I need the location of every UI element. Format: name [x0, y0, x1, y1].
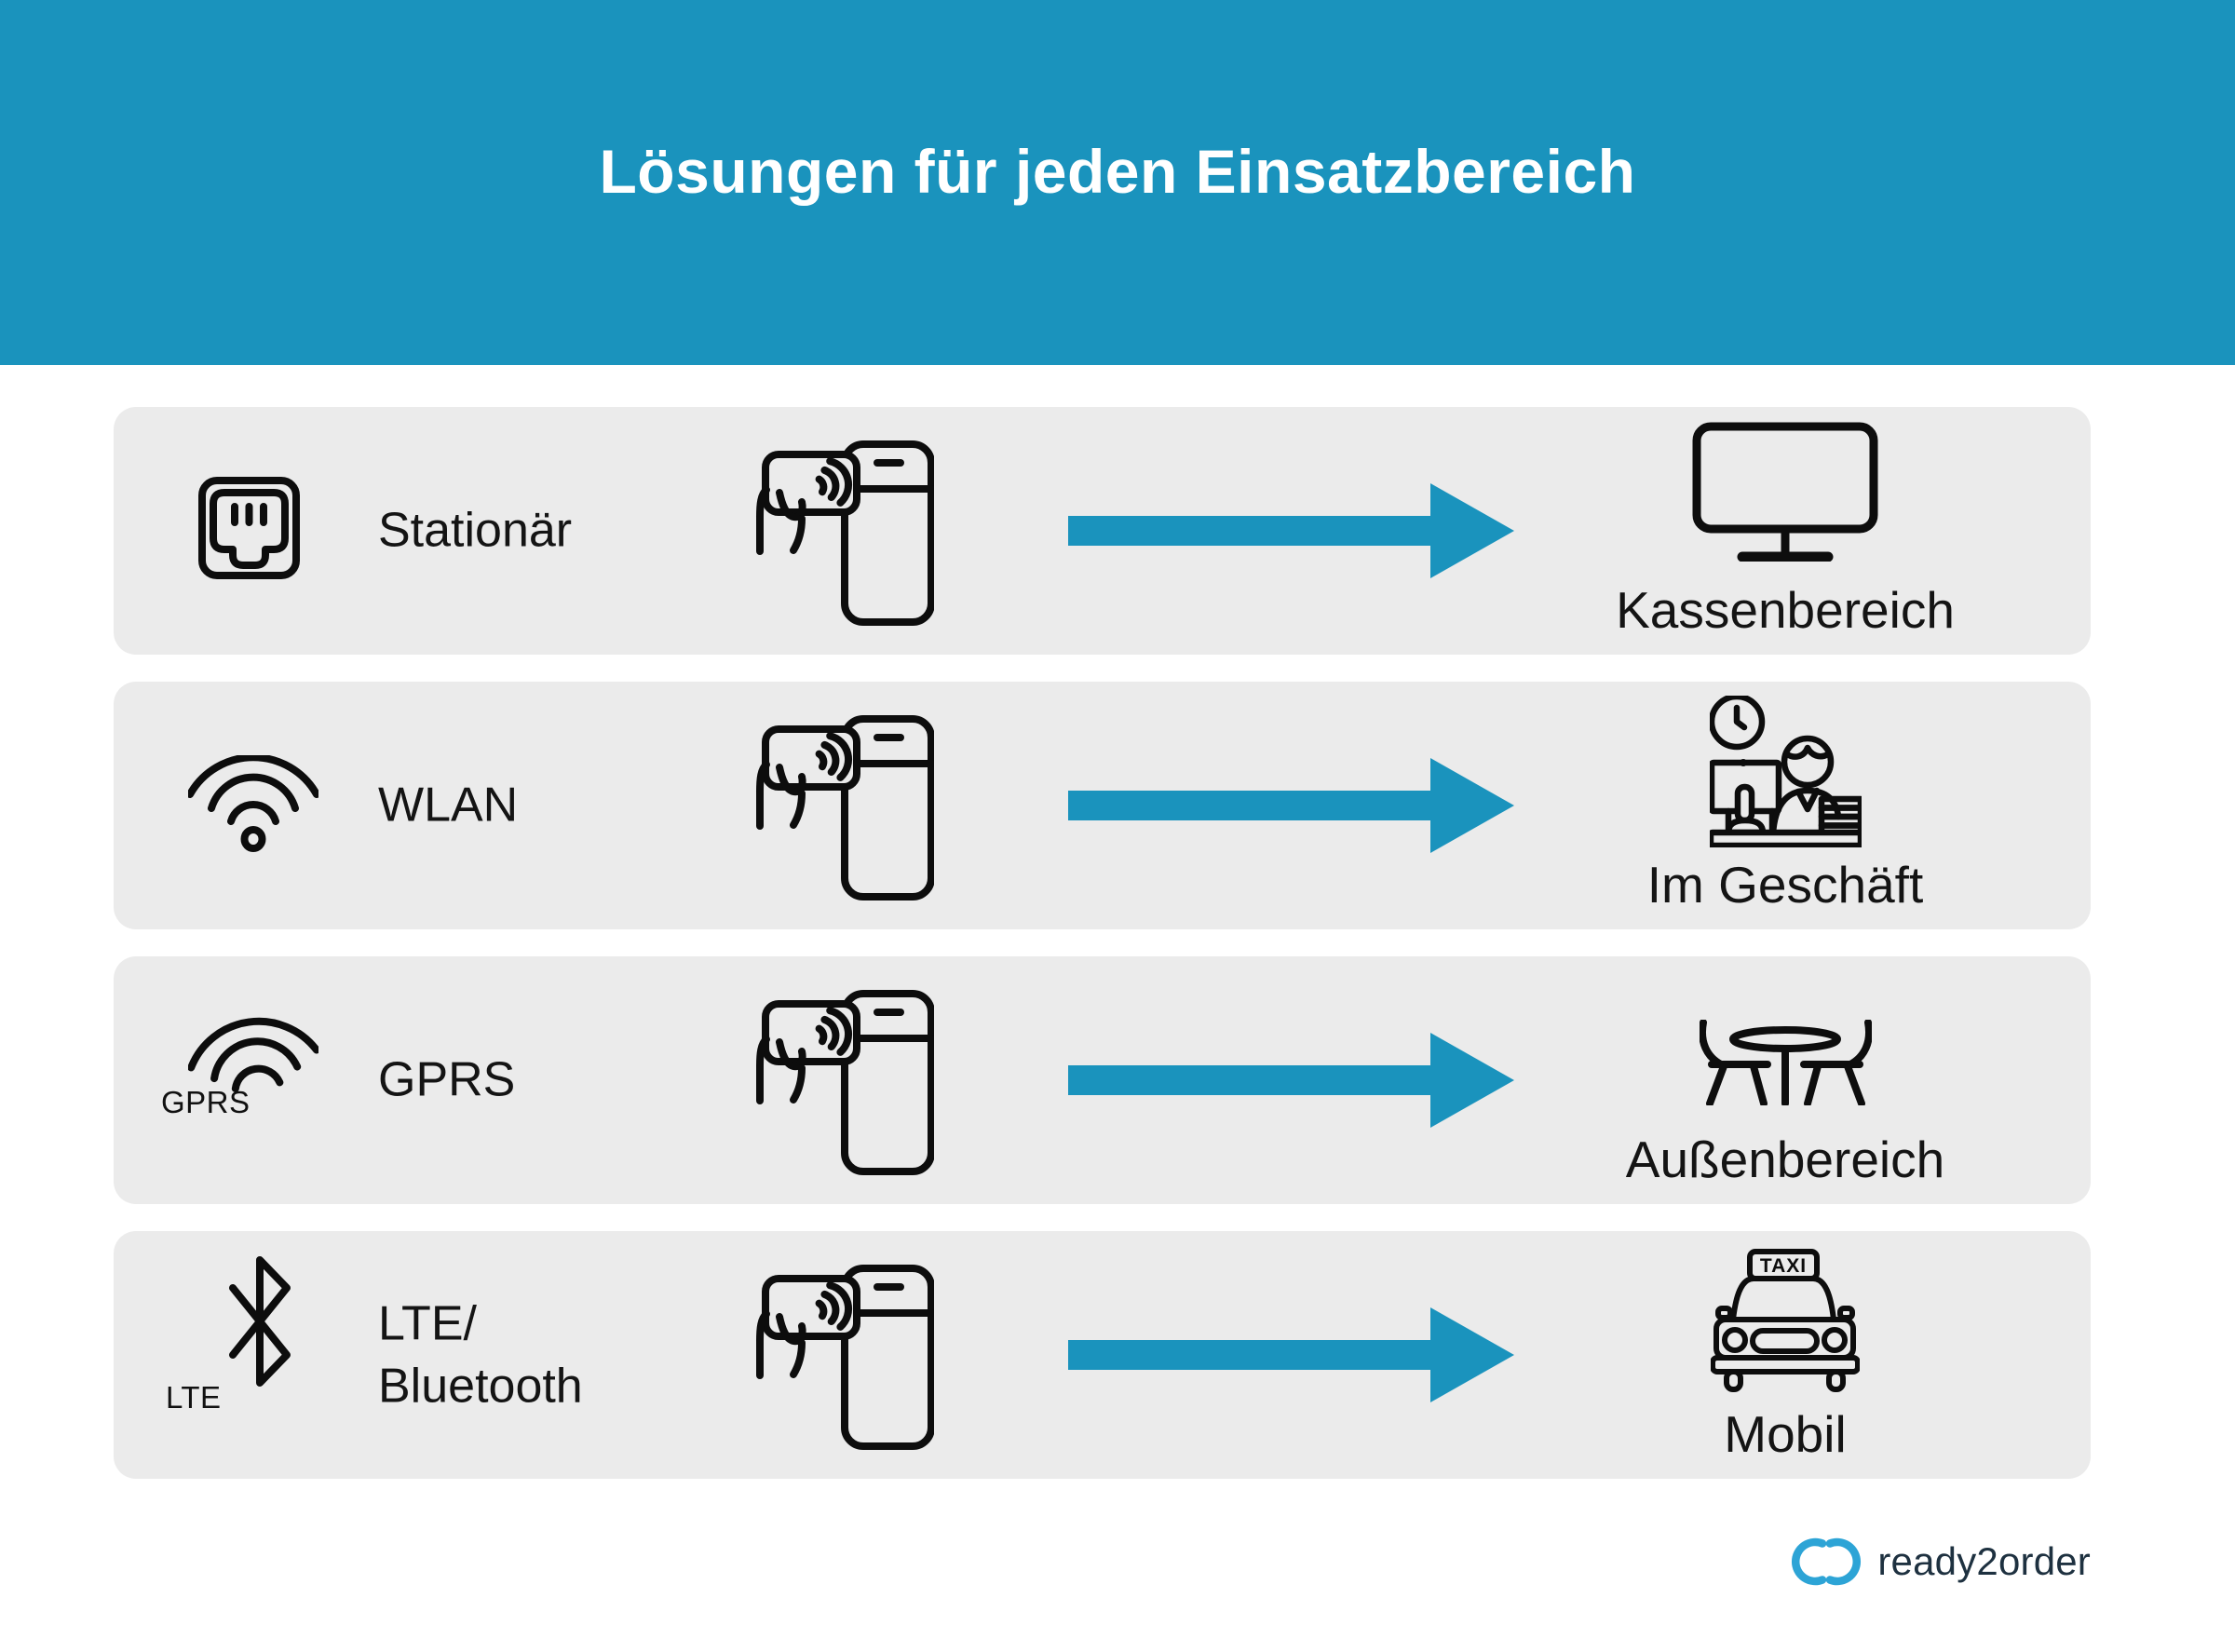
area-block-aussenbereich: Außenbereich [1487, 956, 2083, 1204]
tech-label: GPRS [378, 1052, 516, 1107]
tech-label: Stationär [378, 503, 573, 558]
shop-counter-icon [1709, 695, 1862, 847]
gprs-signal-icon [188, 1017, 318, 1093]
tech-label: WLAN [378, 778, 519, 833]
area-label: Im Geschäft [1646, 855, 1924, 914]
area-block-kassenbereich: Kassenbereich [1487, 407, 2083, 655]
area-label: Kassenbereich [1616, 580, 1955, 639]
header-band: Lösungen für jeden Einsatzbereich [0, 0, 2235, 365]
card-payment-terminal-icon [756, 990, 934, 1175]
arrow-right-icon [1068, 1033, 1514, 1128]
page-title: Lösungen für jeden Einsatzbereich [599, 137, 1636, 206]
wifi-icon [188, 755, 318, 852]
taxi-sign-text: TAXI [1760, 1255, 1807, 1277]
row-lte-bluetooth: LTE LTE/ Bluetooth [114, 1231, 2091, 1479]
ethernet-port-icon [198, 477, 300, 579]
lte-caption: LTE [166, 1380, 222, 1415]
gprs-caption: GPRS [161, 1085, 251, 1119]
area-block-im-geschaeft: Im Geschäft [1487, 682, 2083, 929]
ready2order-logo: ready2order [1791, 1537, 2091, 1587]
row-wlan: WLAN [114, 682, 2091, 929]
logo-text: ready2order [1877, 1539, 2091, 1583]
row-gprs: GPRS GPRS [114, 956, 2091, 1204]
monitor-icon [1692, 422, 1878, 562]
taxi-icon: TAXI [1711, 1248, 1860, 1392]
card-payment-terminal-icon [756, 1265, 934, 1450]
arrow-right-icon [1068, 483, 1514, 578]
logo-mark-icon [1792, 1537, 1862, 1586]
card-payment-terminal-icon [756, 440, 934, 626]
row-stationaer: Stationär [114, 407, 2091, 655]
arrow-right-icon [1068, 758, 1514, 853]
bluetooth-icon [229, 1256, 291, 1387]
area-block-mobil: TAXI Mobil [1487, 1231, 2083, 1479]
arrow-right-icon [1068, 1307, 1514, 1402]
tech-label: LTE/ Bluetooth [378, 1296, 583, 1413]
table-chairs-icon [1699, 1019, 1872, 1105]
area-label: Mobil [1724, 1404, 1847, 1463]
card-payment-terminal-icon [756, 715, 934, 900]
area-label: Außenbereich [1625, 1130, 1945, 1188]
